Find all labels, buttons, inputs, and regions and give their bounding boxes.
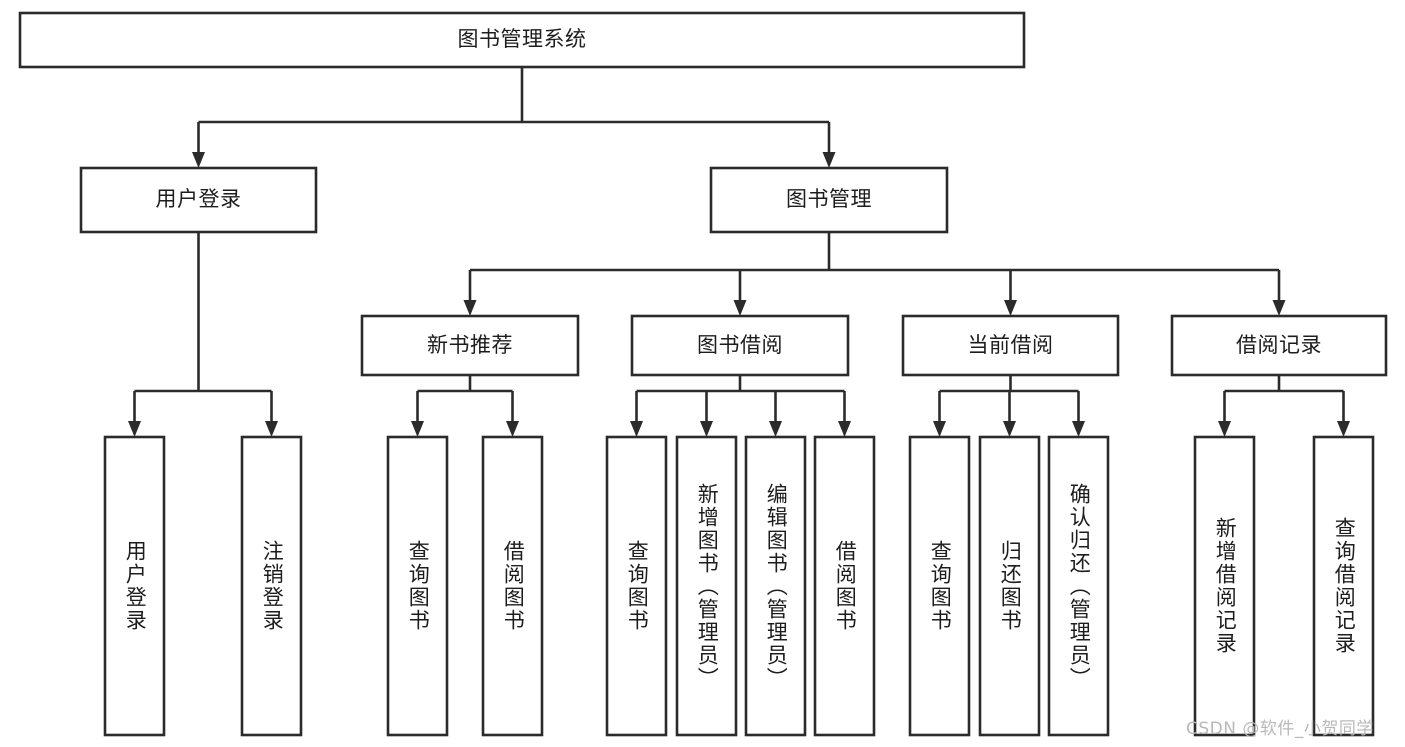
node-box-leaf-edit-book-admin[interactable] (744, 435, 807, 737)
arrow-head-leaf-add-book-admin (700, 421, 713, 437)
node-box-leaf-query-borrow-record[interactable] (1312, 435, 1375, 737)
arrow-head-leaf-return-book (1003, 421, 1016, 437)
node-box-book-borrow[interactable] (630, 314, 850, 377)
arrow-head-leaf-query-book-current (933, 421, 946, 437)
node-box-book-manage[interactable] (709, 166, 949, 234)
arrow-head-book-borrow (733, 300, 747, 316)
arrow-head-leaf-edit-book-admin (769, 421, 782, 437)
node-box-leaf-add-borrow-record[interactable] (1193, 435, 1256, 737)
watermark-text: CSDN @软件_小贺同学 (1186, 719, 1374, 739)
arrow-head-leaf-borrow-book (838, 421, 851, 437)
node-box-current-borrow[interactable] (901, 314, 1120, 377)
node-box-leaf-return-book[interactable] (978, 435, 1041, 737)
node-box-leaf-query-book-current[interactable] (908, 435, 971, 737)
arrow-head-current-borrow (1004, 300, 1017, 316)
node-box-leaf-borrow-book-rec[interactable] (481, 435, 544, 737)
arrow-head-leaf-borrow-book-rec (506, 421, 519, 437)
arrow-head-user-login (192, 152, 205, 168)
node-box-leaf-add-book-admin[interactable] (675, 435, 738, 737)
node-box-new-book-recommend[interactable] (360, 314, 580, 377)
arrow-head-book-manage (822, 152, 836, 168)
box-layer (18, 11, 1388, 737)
node-box-leaf-query-book-rec[interactable] (386, 435, 449, 737)
arrow-head-new-book-recommend (463, 300, 477, 316)
node-box-leaf-query-book-borrow[interactable] (605, 435, 668, 737)
arrow-head-leaf-confirm-return-admin (1072, 421, 1085, 437)
node-box-leaf-user-login[interactable] (103, 435, 166, 737)
node-box-borrow-record[interactable] (1170, 314, 1388, 377)
arrow-head-borrow-record (1272, 300, 1286, 316)
node-box-user-login[interactable] (79, 166, 318, 234)
node-box-leaf-confirm-return-admin[interactable] (1047, 435, 1110, 737)
node-box-leaf-logout-login[interactable] (240, 435, 303, 737)
connector-layer (128, 67, 1350, 437)
arrow-head-leaf-logout-login (265, 421, 278, 437)
node-box-root[interactable] (18, 11, 1026, 69)
arrow-head-leaf-add-borrow-record (1218, 421, 1231, 437)
arrow-head-leaf-query-book-rec (411, 421, 424, 437)
arrow-head-leaf-query-borrow-record (1337, 421, 1350, 437)
arrow-head-leaf-user-login (128, 421, 141, 437)
node-box-leaf-borrow-book[interactable] (813, 435, 876, 737)
arrow-head-leaf-query-book-borrow (630, 421, 643, 437)
